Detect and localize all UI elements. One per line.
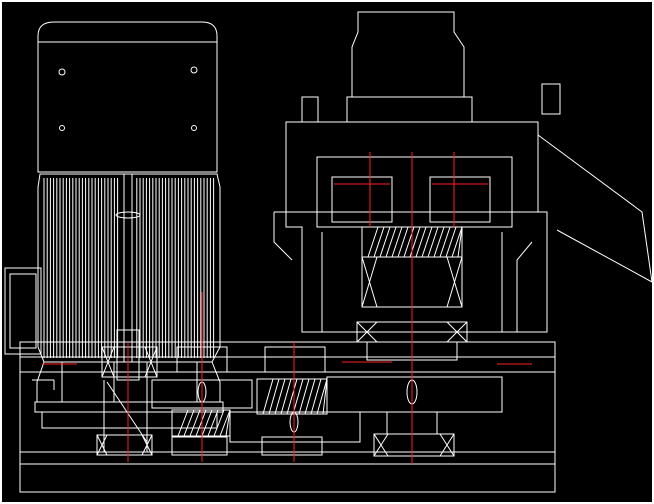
bolt-icon: [58, 68, 66, 76]
bearing: [171, 436, 228, 456]
gear-tooth-line: [286, 378, 298, 415]
sensor: [541, 83, 561, 115]
gear-tooth-line: [310, 378, 322, 415]
gear-tooth-line: [262, 378, 274, 415]
bearing: [96, 434, 153, 456]
gear-tooth-line: [385, 226, 397, 258]
centerlines: [42, 152, 532, 464]
bolt-icon: [190, 66, 198, 74]
bearing: [264, 346, 326, 373]
gear-tooth-line: [280, 378, 292, 415]
gear-tooth-line: [379, 226, 391, 258]
gear-tooth-line: [427, 226, 439, 258]
bearing: [101, 346, 158, 378]
gear-tooth-line: [213, 409, 225, 437]
gear-tooth-line: [421, 226, 433, 258]
bearing: [261, 436, 323, 456]
gear-tooth-line: [322, 378, 328, 415]
gear-tooth-line: [451, 226, 463, 258]
gear-tooth-line: [457, 226, 463, 258]
cooling-fins: [43, 178, 215, 358]
gear-tooth-line: [373, 226, 385, 258]
gear-tooth-line: [433, 226, 445, 258]
terminal-box: [4, 267, 42, 355]
gear-tooth-line: [292, 378, 304, 415]
gear-tooth-line: [397, 226, 409, 258]
lifting-eye: [115, 211, 141, 219]
chute: [537, 134, 652, 283]
motor: [4, 21, 224, 429]
gear-tooth-line: [445, 226, 457, 258]
gearbox-housing: [19, 329, 556, 493]
gear-tooth-line: [268, 378, 280, 415]
housing-outline: [19, 341, 556, 493]
gear-tooth-line: [189, 409, 201, 437]
motor-fan-cover: [37, 21, 218, 173]
gear-tooth-line: [304, 378, 316, 415]
gear-tooth-line: [207, 409, 219, 437]
gear-tooth-line: [201, 409, 213, 437]
gear-tooth-line: [183, 409, 195, 437]
gear-tooth-line: [439, 226, 451, 258]
gear-tooth-line: [391, 226, 403, 258]
bearing-assembly: [429, 176, 491, 223]
gear-tooth-line: [415, 226, 427, 258]
bearing-assembly: [331, 176, 393, 223]
gear-tooth-line: [367, 226, 379, 258]
gear-tooth-line: [298, 378, 310, 415]
gear-tooth-line: [274, 378, 286, 415]
gear-tooth-line: [219, 409, 231, 437]
gear-tooth-line: [177, 409, 189, 437]
gear-tooth-line: [316, 378, 328, 415]
gear-tooth-line: [195, 409, 207, 437]
gear-tooth-line: [225, 409, 231, 437]
